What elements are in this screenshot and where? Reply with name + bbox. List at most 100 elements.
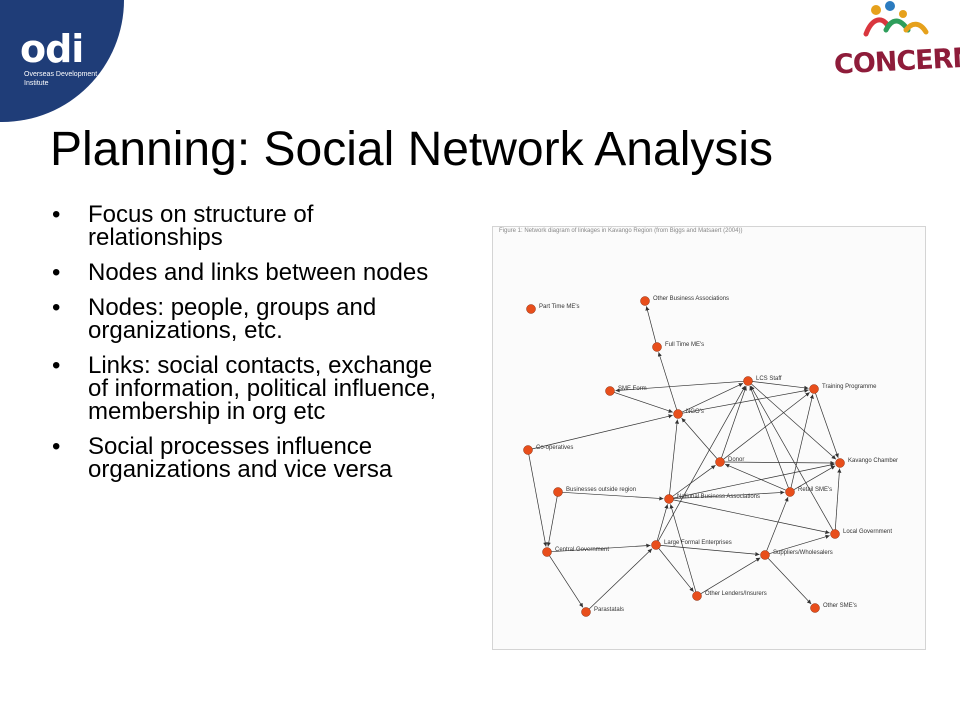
network-edge (658, 548, 694, 592)
network-edge (793, 465, 836, 491)
network-edge (657, 352, 678, 410)
network-node-label: NGO's (686, 409, 704, 415)
network-node-label: Training Programme (822, 384, 877, 390)
bullet-item: Social processes influence organizations… (50, 435, 450, 482)
network-edge (615, 380, 744, 393)
network-node (835, 458, 845, 468)
network-node (830, 529, 840, 539)
odi-logo-badge: odi Overseas Development Institute (0, 0, 124, 122)
network-node (526, 304, 536, 314)
network-node-label: LCS Staff (756, 376, 782, 382)
network-node-label: Other Business Associations (653, 296, 729, 302)
network-edges (528, 306, 842, 610)
network-edge (724, 463, 787, 491)
bullet-item: Nodes and links between nodes (50, 261, 450, 285)
network-node (743, 376, 753, 386)
network-edge (790, 394, 814, 488)
odi-logo-subtitle: Overseas Development Institute (24, 70, 97, 88)
network-edge (682, 388, 809, 414)
network-edge (669, 419, 680, 495)
network-edge (673, 499, 830, 535)
network-edge (549, 555, 584, 608)
network-edge (834, 468, 842, 530)
network-node (651, 540, 661, 550)
network-edge (721, 386, 747, 458)
slide-title: Planning: Social Network Analysis (50, 123, 774, 176)
network-node (581, 607, 591, 617)
network-edge (546, 496, 558, 547)
network-edge (532, 414, 673, 450)
network-node-label: Full Time ME's (665, 342, 704, 348)
network-edge (528, 454, 548, 547)
network-edge (750, 385, 834, 531)
odi-subtitle-line2: Institute (24, 80, 49, 87)
network-edge (673, 462, 835, 499)
network-node-label: SME Form (618, 386, 647, 392)
network-diagram-caption: Figure 1: Network diagram of linkages in… (499, 228, 743, 234)
network-node-label: Part Time ME's (539, 304, 580, 310)
network-node (605, 386, 615, 396)
odi-subtitle-line1: Overseas Development (24, 71, 98, 78)
network-node (664, 494, 674, 504)
odi-logo-text: odi (20, 27, 84, 71)
network-node (760, 550, 770, 560)
network-edge (660, 545, 760, 557)
network-node (553, 487, 563, 497)
network-edge (562, 491, 664, 501)
network-edge (766, 496, 789, 551)
network-node (810, 603, 820, 613)
network-edge (815, 393, 839, 458)
network-node (809, 384, 819, 394)
network-node-label: Parastatals (594, 607, 624, 613)
network-edge (749, 385, 789, 488)
network-edge (724, 460, 835, 466)
network-edge (614, 392, 673, 413)
network-edge (681, 417, 718, 459)
network-node-label: Businesses outside region (566, 487, 636, 493)
network-edge (589, 548, 653, 610)
network-edge (751, 383, 837, 460)
network-nodes: Part Time ME's Other Business Association… (523, 296, 898, 617)
network-node-label: Large Formal Enterprises (664, 540, 732, 546)
network-node (542, 547, 552, 557)
bullet-list: Focus on structure of relationships Node… (50, 203, 450, 493)
network-node-label: Local Government (843, 529, 892, 535)
network-node (692, 591, 702, 601)
network-edge (656, 504, 669, 541)
network-node (785, 487, 795, 497)
network-edge (673, 490, 785, 500)
network-edge (700, 557, 761, 594)
network-edge (723, 392, 810, 460)
network-edge (681, 382, 744, 413)
bullet-item: Focus on structure of relationships (50, 203, 450, 250)
network-diagram: Figure 1: Network diagram of linkages in… (492, 226, 926, 650)
network-edge (551, 543, 651, 553)
concern-logo: CONCERN (828, 0, 960, 84)
network-edge (672, 464, 716, 497)
network-graph: Part Time ME's Other Business Association… (523, 296, 898, 617)
network-node-label: Donor (728, 457, 744, 463)
network-node (715, 457, 725, 467)
network-node (652, 342, 662, 352)
network-edge (769, 534, 830, 555)
network-node-label: Central Government (555, 547, 609, 553)
concern-logo-text: CONCERN (833, 42, 960, 81)
network-edge (669, 504, 697, 592)
network-edge (657, 385, 746, 542)
network-node (673, 409, 683, 419)
bullet-item: Nodes: people, groups and organizations,… (50, 296, 450, 343)
network-edge (645, 306, 657, 343)
network-node (640, 296, 650, 306)
network-node-label: Suppliers/Wholesalers (773, 550, 833, 556)
network-node-label: Other Lenders/Insurers (705, 591, 767, 597)
bullet-item: Links: social contacts, exchange of info… (50, 354, 450, 424)
network-node-label: Retail SME's (798, 487, 832, 493)
network-edge (752, 381, 809, 390)
network-node-label: Kavango Chamber (848, 458, 898, 464)
network-node-label: National Business Associations (677, 494, 760, 500)
network-edge (767, 558, 812, 605)
concern-figures-icon (863, 1, 929, 37)
network-node (523, 445, 533, 455)
network-node-label: Co-operatives (536, 445, 573, 451)
network-node-label: Other SME's (823, 603, 857, 609)
